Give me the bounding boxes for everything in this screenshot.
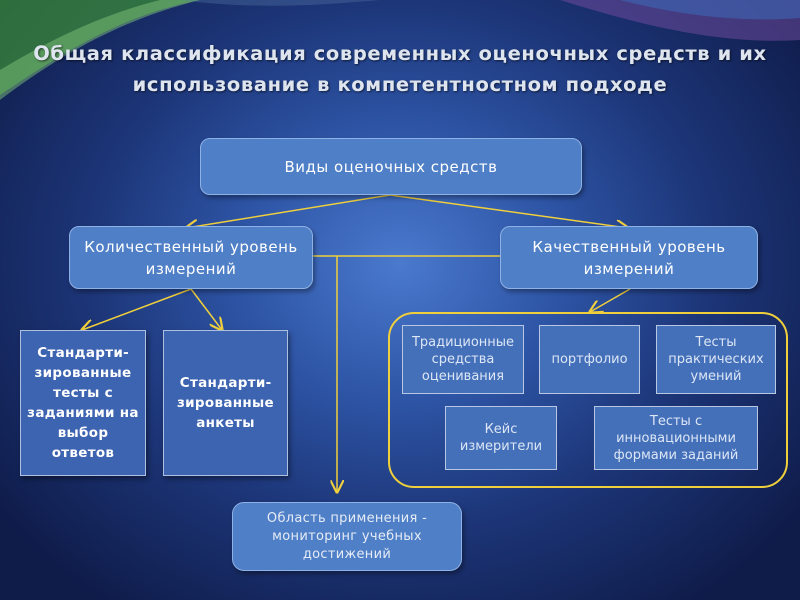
qualitative-group-outline: [388, 312, 788, 488]
practical-skills-tests-box: Тесты практическ­их умений: [656, 325, 776, 394]
arrow-root-to-quantitative: [186, 194, 391, 228]
traditional-tools-box: Традиционн­ые средства оценивания: [402, 325, 524, 394]
case-meters-box: Кейс измерител­и: [445, 406, 557, 470]
arrow-quant-to-tests: [82, 288, 192, 330]
standardized-tests-box: Стандарти­зированны­е тесты с заданиями …: [20, 330, 146, 476]
slide-title: Общая классификация современных оценочны…: [33, 42, 767, 96]
qualitative-box: Качественный уровень измерений: [500, 226, 758, 289]
portfolio-box: портфоли­о: [539, 325, 640, 394]
root-box: Виды оценочных средств: [200, 138, 582, 195]
arrow-quant-to-surveys: [190, 288, 222, 330]
application-area-box: Область применения - мониторинг учебных …: [232, 502, 462, 571]
arrow-root-to-qualitative: [389, 194, 628, 228]
innovative-tests-box: Тесты с инновационными формами заданий: [594, 406, 758, 470]
quantitative-box: Количественный уровень измерений: [69, 226, 313, 289]
arrow-qual-to-group: [590, 288, 631, 312]
standardized-surveys-box: Стандарти­зированны­е анкеты: [163, 330, 288, 476]
decorative-swoosh: [0, 0, 800, 100]
